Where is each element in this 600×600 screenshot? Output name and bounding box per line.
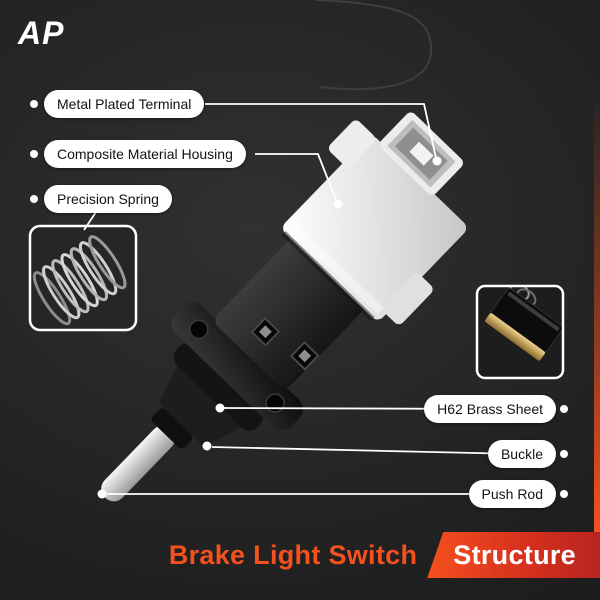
leader-line-housing xyxy=(255,153,337,201)
brass-inset-border xyxy=(475,284,565,380)
callout-composite-material-housing: Composite Material Housing xyxy=(44,140,246,168)
accent-edge-strip xyxy=(594,88,600,534)
callout-push-rod: Push Rod xyxy=(468,480,556,508)
title-highlight-block: Structure xyxy=(427,532,600,578)
spring-inset-border xyxy=(28,224,138,332)
callout-h62-brass-sheet: H62 Brass Sheet xyxy=(424,395,556,423)
push-rod-part xyxy=(101,425,176,502)
title-main: Brake Light Switch xyxy=(168,539,418,570)
leader-line-buckle xyxy=(211,446,521,455)
callout-buckle: Buckle xyxy=(487,440,556,468)
page-title: Brake Light Switch Structure xyxy=(0,532,600,578)
leader-line-terminal xyxy=(205,103,437,159)
callout-metal-plated-terminal: Metal Plated Terminal xyxy=(44,90,205,118)
buckle-part xyxy=(159,361,246,447)
decorative-curve xyxy=(315,0,433,91)
title-highlight: Structure xyxy=(453,539,576,570)
leader-line-spring xyxy=(83,211,97,231)
brand-logo-text: AP xyxy=(17,15,64,51)
brass-sheet-inset-photo xyxy=(475,284,565,380)
callout-precision-spring: Precision Spring xyxy=(44,185,172,213)
spring-inset-photo xyxy=(28,224,138,332)
brand-logo: AP xyxy=(14,10,104,61)
